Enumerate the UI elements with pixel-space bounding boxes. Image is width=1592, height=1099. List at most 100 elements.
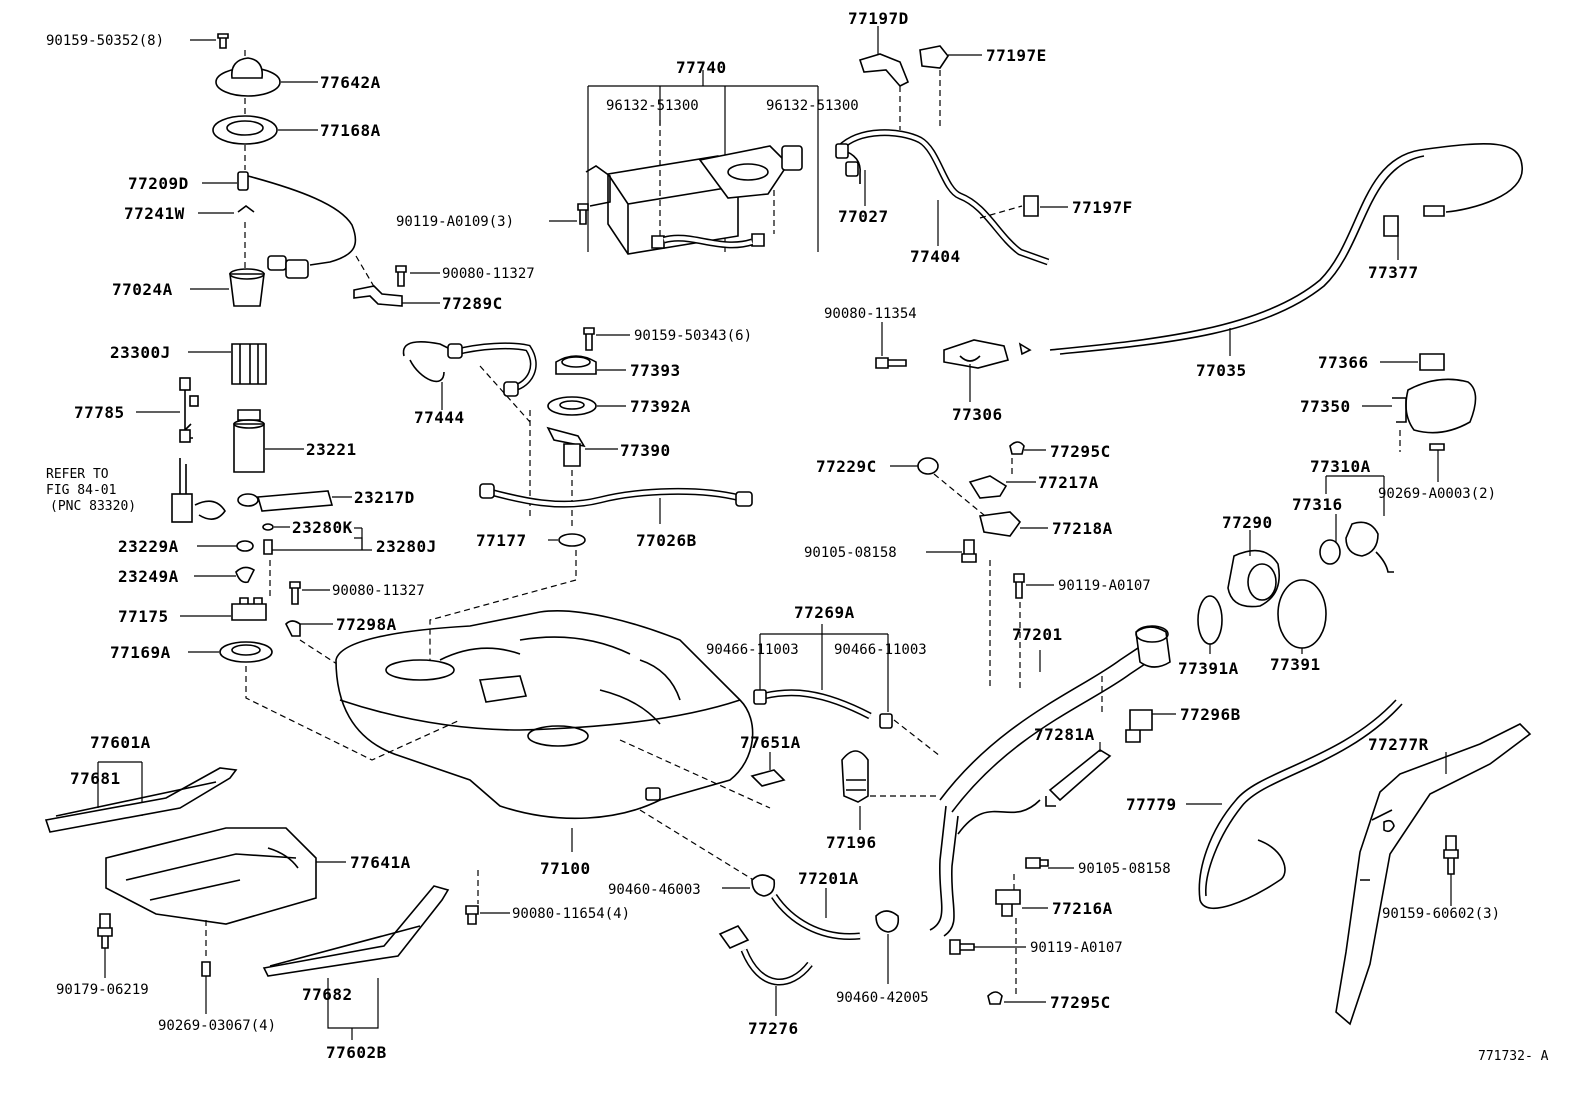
label-77277R: 77277R [1368, 735, 1429, 754]
clip-77229C [890, 457, 991, 521]
label-77391: 77391 [1270, 655, 1321, 674]
label-77218A: 77218A [1052, 519, 1113, 538]
fuel-filter-23300J [188, 343, 267, 385]
wire-harness-77785 [136, 377, 199, 443]
clamp-group [750, 441, 1176, 830]
label-90119-A0107-lower: 90119-A0107 [1030, 940, 1123, 956]
bolt-90159-50343 [583, 327, 630, 351]
clamp-90460-42005 [875, 910, 900, 984]
clip-77197E [919, 45, 982, 69]
canister-body-77740 [585, 145, 803, 255]
label-23249A: 23249A [118, 567, 179, 586]
label-77651A: 77651A [740, 733, 801, 752]
label-77316: 77316 [1292, 495, 1343, 514]
label-77682: 77682 [302, 985, 353, 1004]
label-77276: 77276 [748, 1019, 799, 1038]
fuel-pump-assembly-group [136, 33, 440, 667]
label-77024A: 77024A [112, 280, 173, 299]
label-77281A: 77281A [1034, 725, 1095, 744]
label-77779: 77779 [1126, 795, 1177, 814]
label-77681: 77681 [70, 769, 121, 788]
label-77035: 77035 [1196, 361, 1247, 380]
clip-77296B [1125, 709, 1176, 743]
fuel-lid-group [1362, 353, 1477, 482]
label-77229C: 77229C [816, 457, 877, 476]
bolt-90119-A0109 [549, 203, 589, 225]
label-77393: 77393 [630, 361, 681, 380]
clip-77298A [285, 620, 341, 667]
label-77602B: 77602B [326, 1043, 387, 1062]
bracket-77197D [858, 26, 910, 87]
filler-cap-group [1197, 475, 1394, 654]
clamp-90460-46003 [722, 874, 776, 897]
label-90466-11003-right: 90466-11003 [834, 642, 927, 658]
label-77295C-upper: 77295C [1050, 442, 1111, 461]
bolt-90105-08158-lower [1025, 857, 1074, 869]
label-77350: 77350 [1300, 397, 1351, 416]
bolt-90080-11654 [465, 870, 510, 925]
screw-90269-A0003 [1399, 430, 1445, 482]
label-77201A: 77201A [798, 869, 859, 888]
gasket-77169A [188, 641, 273, 663]
bracket-77216A [995, 874, 1048, 917]
bolt-90080-11327-upper [395, 265, 440, 287]
label-77100: 77100 [540, 859, 591, 878]
label-77269A: 77269A [794, 603, 855, 622]
bolt-90179-06219 [97, 913, 113, 978]
label-77168A: 77168A [320, 121, 381, 140]
lower-hose-group [718, 857, 1074, 1016]
figure-id: 771732- A [1478, 1049, 1549, 1064]
fuel-tube-group [402, 327, 753, 547]
label-96132-51300-left: 96132-51300 [606, 98, 699, 114]
charcoal-canister-group [549, 70, 819, 255]
fuel-inlet-protector-77277R [1335, 723, 1532, 1026]
opener-lever-77306 [943, 339, 1009, 402]
label-77290: 77290 [1222, 513, 1273, 532]
label-90460-42005: 90460-42005 [836, 990, 929, 1006]
protector-77641A [105, 827, 346, 925]
fuel-lid-77350 [1362, 378, 1477, 434]
filler-neck-77290 [1227, 530, 1280, 608]
band-77681 [44, 767, 238, 833]
clip-77197F [979, 195, 1068, 219]
clamp-77196 [841, 750, 869, 830]
tube-77779 [1186, 699, 1403, 910]
bolt-90159-50352 [190, 33, 229, 49]
label-77642A: 77642A [320, 73, 381, 92]
bracket-77217A [968, 458, 1036, 499]
label-90119-A0107-upper: 90119-A0107 [1058, 578, 1151, 594]
label-90159-50352: 90159-50352(8) [46, 33, 164, 49]
label-96132-51300-right: 96132-51300 [766, 98, 859, 114]
fuel-sender-77209D [202, 171, 357, 266]
cable-77035 [1018, 143, 1523, 356]
label-77444: 77444 [414, 408, 465, 427]
label-77601A: 77601A [90, 733, 151, 752]
label-90269-03067: 90269-03067(4) [158, 1018, 276, 1034]
label-77392A: 77392A [630, 397, 691, 416]
hose-77269A [753, 689, 893, 729]
pump-housing-77024A [190, 268, 265, 307]
label-77641A: 77641A [350, 853, 411, 872]
o-ring-77177 [548, 533, 586, 547]
hose-77276 [718, 925, 813, 1016]
filler-pipe-77201 [929, 560, 1171, 937]
hose-group-77269A [753, 624, 893, 729]
label-23300J: 23300J [110, 343, 171, 362]
label-90105-08158-upper: 90105-08158 [804, 545, 897, 561]
label-23217D: 23217D [354, 488, 415, 507]
label-77197D: 77197D [848, 9, 909, 28]
label-90179-06219: 90179-06219 [56, 982, 149, 998]
right-lower-group [1186, 699, 1532, 1026]
label-90460-46003: 90460-46003 [608, 882, 701, 898]
gasket-77391A [1197, 595, 1223, 654]
label-77391A: 77391A [1178, 659, 1239, 678]
hose-clips-96132-51300 [651, 120, 775, 249]
label-90080-11354: 90080-11354 [824, 306, 917, 322]
bolt-90119-A0107-lower [949, 918, 1026, 996]
label-77216A: 77216A [1052, 899, 1113, 918]
refer-harness-group [171, 458, 226, 523]
tank-protector-group [44, 761, 510, 1040]
refer-note-line3: (PNC 83320) [50, 499, 136, 514]
vent-hose-77027 [835, 143, 866, 206]
